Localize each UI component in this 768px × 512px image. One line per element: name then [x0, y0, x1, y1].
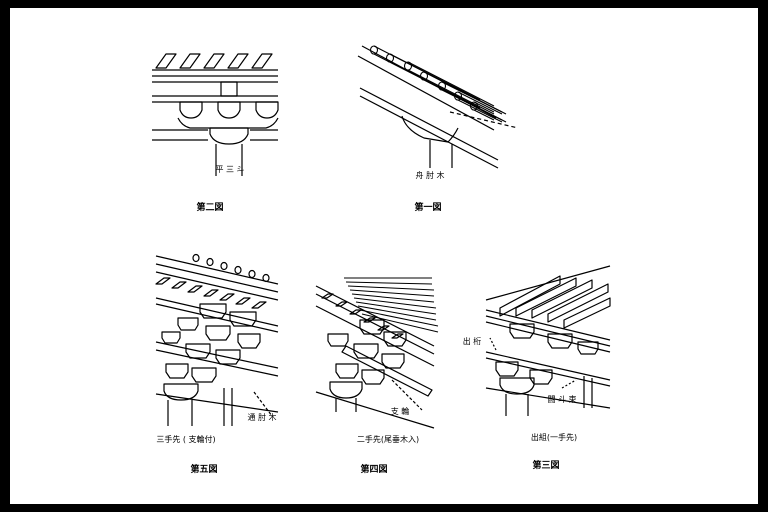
figure-4-drawing	[315, 277, 439, 429]
figure-5-drawing	[155, 253, 279, 426]
figure-5-sublabel: 三手先 ( 支輪付)	[156, 434, 215, 444]
figure-3-sublabel: 出組(一手先)	[531, 432, 577, 442]
figure-3-label: 闘 斗 束	[547, 395, 576, 404]
figure-4-sublabel: 二手先(尾垂木入)	[357, 434, 419, 444]
figure-5-caption: 第五図	[190, 463, 217, 475]
figure-2-drawing	[152, 53, 279, 176]
bracket-diagram-sheet: 平 三 斗 第二図	[152, 45, 611, 475]
figure-2-caption: 第二図	[196, 201, 223, 213]
figure-1-drawing	[357, 45, 519, 169]
figure-2-label: 平 三 斗	[215, 165, 244, 174]
figure-3-label-top: 出 桁	[463, 336, 482, 346]
figure-3-caption: 第三図	[532, 459, 559, 471]
figure-3-drawing	[485, 265, 611, 416]
figure-1-caption: 第一図	[414, 201, 441, 213]
figure-1-label: 舟 肘 木	[415, 170, 444, 180]
figure-4-label: 支 輪	[391, 406, 410, 416]
diagram-page: 平 三 斗 第二図	[10, 8, 758, 504]
figure-5-label: 通 肘 木	[247, 412, 276, 422]
figure-4-caption: 第四図	[360, 463, 387, 475]
